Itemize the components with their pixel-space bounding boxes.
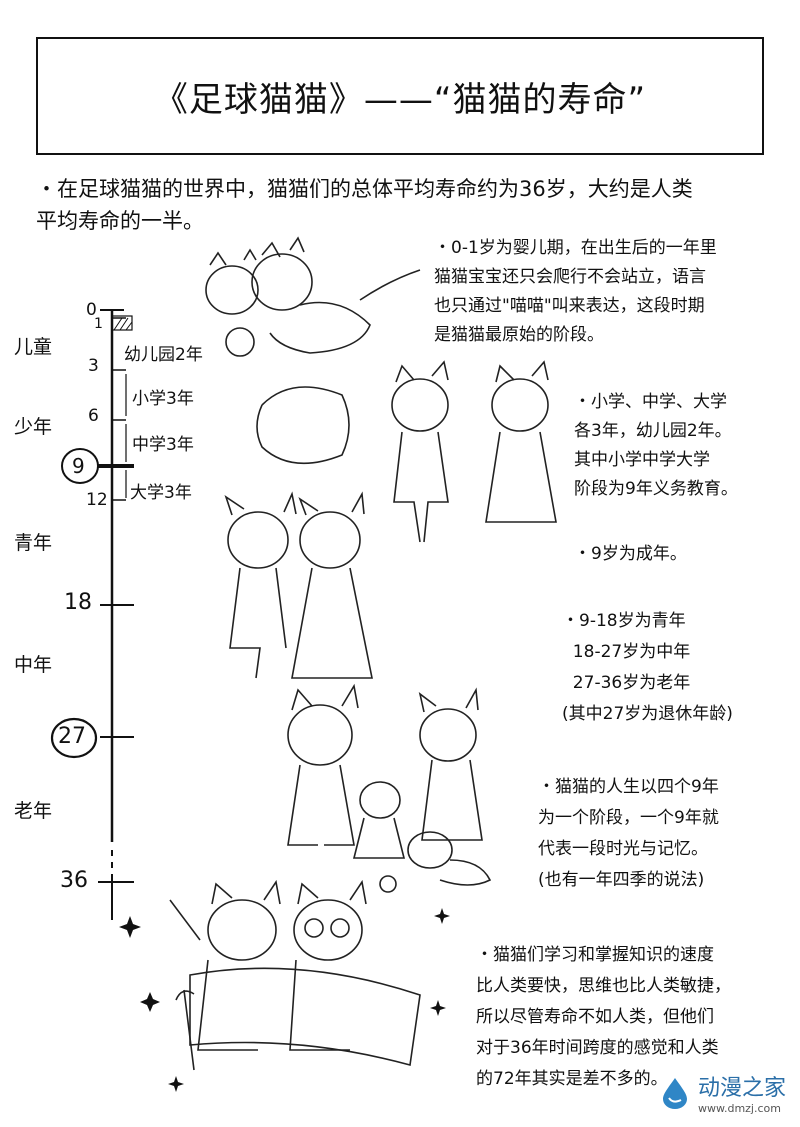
phase-old-age: 老年 (14, 800, 53, 822)
watermark: 动漫之家 www.dmzj.com (658, 1070, 786, 1115)
note-adult: ・9岁为成年。 (574, 544, 687, 564)
tick-0: 0 (86, 300, 97, 320)
tick-1: 1 (94, 316, 103, 332)
tick-12: 12 (86, 490, 108, 510)
stage-university: 大学3年 (130, 483, 192, 503)
phase-middle-age: 中年 (14, 654, 53, 676)
stage-primary: 小学3年 (132, 389, 194, 409)
stage-middle: 中学3年 (132, 435, 194, 455)
watermark-name: 动漫之家 (697, 1076, 786, 1101)
droplet-logo-icon (662, 1077, 687, 1109)
tick-6: 6 (88, 406, 99, 426)
tick-3: 3 (88, 356, 99, 376)
note-cycle: ・猫猫的人生以四个9年 为一个阶段，一个9年就 代表一段时光与记忆。 (也有一年… (538, 777, 719, 890)
note-ages: ・9-18岁为青年 18-27岁为中年 27-36岁为老年 (其中27岁为退休年… (562, 611, 733, 724)
watermark-url: www.dmzj.com (697, 1102, 781, 1115)
tick-9: 9 (72, 454, 85, 478)
intro-text: ・在足球猫猫的世界中，猫猫们的总体平均寿命约为36岁，大约是人类 平均寿命的一半… (36, 177, 693, 233)
note-infancy: ・0-1岁为婴儿期，在出生后的一年里 猫猫宝宝还只会爬行不会站立，语言 也只通过… (434, 238, 717, 345)
tick-27: 27 (58, 724, 86, 749)
phase-young-adult: 青年 (14, 532, 53, 554)
phase-youth: 少年 (14, 416, 53, 438)
tick-18: 18 (64, 590, 92, 615)
phase-childhood: 儿童 (14, 336, 53, 358)
stage-kindergarten: 幼儿园2年 (124, 345, 203, 365)
tick-36: 36 (60, 868, 88, 893)
note-learning: ・猫猫们学习和掌握知识的速度 比人类要快，思维也比人类敏捷， 所以尽管寿命不如人… (476, 945, 731, 1089)
note-school: ・小学、中学、大学 各3年，幼儿园2年。 其中小学中学大学 阶段为9年义务教育。 (574, 392, 738, 499)
title-box: 《足球猫猫》——“猫猫的寿命” (36, 37, 764, 155)
page-title: 《足球猫猫》——“猫猫的寿命” (153, 79, 647, 120)
